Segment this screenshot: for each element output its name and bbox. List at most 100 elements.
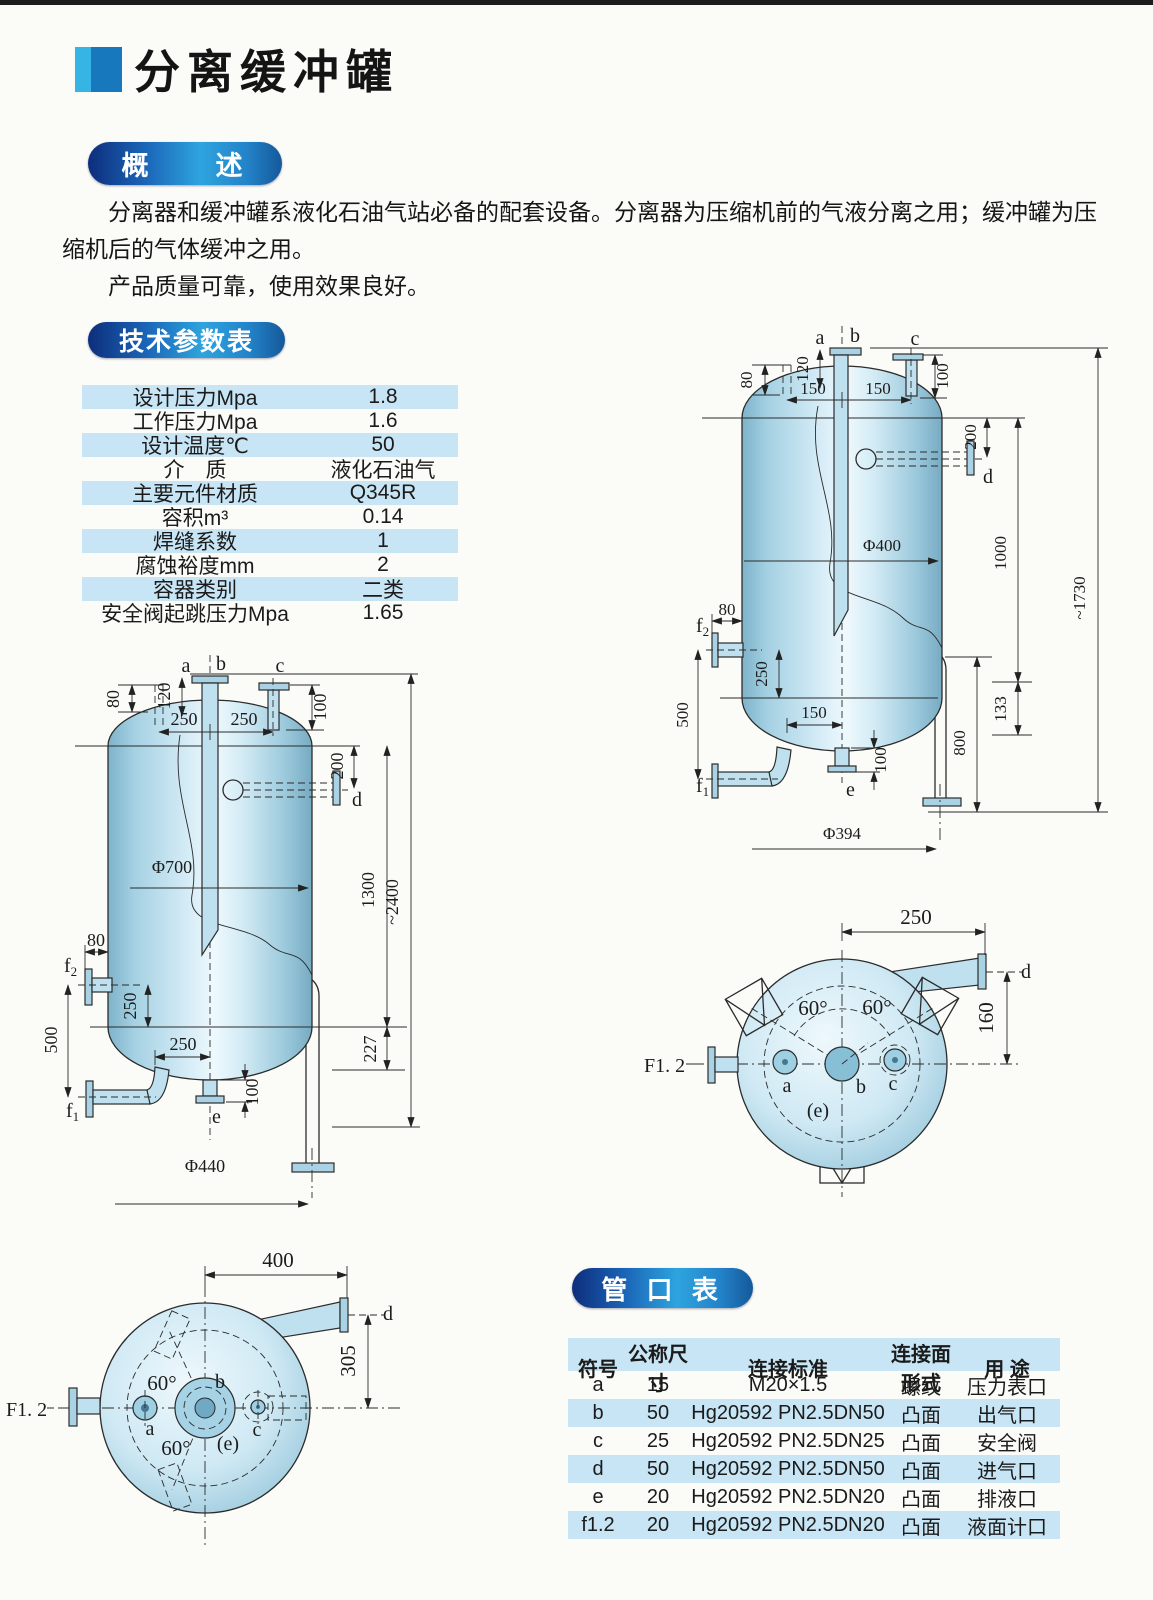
table-header-row: 符号 公称尺寸 连接标准 连接面形式 用 途: [568, 1338, 1060, 1395]
overview-para-2: 产品质量可靠，使用效果良好。: [108, 273, 430, 299]
dim-label: 100: [310, 694, 330, 721]
dim-label: Φ440: [185, 1156, 225, 1176]
nozzle-label-c: c: [911, 328, 920, 350]
dim-label: 1000: [991, 536, 1010, 570]
nozzle-label-c: c: [253, 1419, 262, 1441]
title-accent-square: [75, 47, 122, 92]
dim-label: 250: [120, 993, 140, 1020]
left-top-labels: a b c d (e) F1. 2: [6, 1303, 393, 1455]
nozzle-label-f1: f1: [696, 775, 709, 799]
nozzle-label-c: c: [889, 1073, 898, 1095]
left-top-dimensions: 400 305 60° 60°: [147, 1248, 372, 1460]
dim-label: 250: [900, 905, 932, 929]
dim-label: 100: [242, 1079, 262, 1106]
table-row: 介 质液化石油气: [163, 459, 436, 482]
angle-label: 60°: [161, 1436, 190, 1460]
dim-label: 250: [752, 661, 771, 687]
dim-label: 100: [933, 363, 952, 389]
dim-label: 80: [737, 372, 756, 389]
right-top-dimensions: 250 160 60° 60°: [798, 905, 1011, 1065]
right-vessel-geometry: [702, 326, 1108, 842]
nozzle-label-d: d: [983, 466, 993, 488]
nozzle-label-d: d: [1021, 961, 1031, 983]
dim-label: 150: [865, 379, 891, 398]
dim-label: 80: [87, 930, 105, 950]
drawing-right-vessel: 80 120 100 150 150 200 Φ400 1000 133 ~17…: [673, 325, 1108, 853]
table-row: 容器类别二类: [82, 577, 458, 602]
dim-label: 133: [991, 696, 1010, 722]
dim-label: 305: [336, 1345, 360, 1377]
nozzle-label-e: (e): [217, 1433, 239, 1455]
angle-label: 60°: [862, 995, 891, 1019]
angle-label: 60°: [798, 996, 827, 1020]
nozzle-label-d: d: [383, 1303, 393, 1325]
nozzle-label-b: b: [216, 653, 226, 675]
drawing-left-top-view: 400 305 60° 60° a b c d (e) F1. 2: [6, 1248, 400, 1545]
dim-label: 150: [800, 379, 826, 398]
dim-label: Φ394: [823, 824, 861, 843]
overview-para-1: 分离器和缓冲罐系液化石油气站必备的配套设备。分离器为压缩机前的气液分离之用；缓冲…: [62, 199, 1097, 262]
dim-label: 200: [327, 753, 347, 780]
angle-label: 60°: [147, 1371, 176, 1395]
section-heading-tech-params: 技术参数表: [88, 322, 285, 358]
dim-label: 250: [231, 709, 258, 729]
dim-label: 800: [950, 730, 969, 756]
nozzle-label-b: b: [850, 325, 860, 347]
dim-label: 120: [154, 683, 174, 710]
nozzle-label-d: d: [352, 789, 362, 811]
dim-label: 250: [170, 1034, 197, 1054]
nozzle-label-a: a: [146, 1418, 155, 1440]
nozzle-label-e: e: [212, 1106, 221, 1128]
dim-label: 150: [801, 703, 827, 722]
dim-label: Φ400: [863, 536, 901, 555]
dim-label: 227: [360, 1036, 380, 1063]
dim-label: 250: [171, 709, 198, 729]
dim-label: 400: [262, 1248, 294, 1272]
right-top-labels: a b c d (e) F1. 2: [644, 961, 1031, 1122]
nozzle-label-f1: f1: [66, 1100, 79, 1124]
nozzle-label-f2: f2: [64, 955, 77, 979]
left-vessel-geometry: [75, 655, 420, 1198]
drawing-left-vessel: 80 120 100 250 250 200 Φ700 1300 ~2400 2…: [41, 653, 420, 1208]
nozzle-label-a: a: [182, 655, 191, 677]
dim-label: 100: [871, 747, 890, 773]
page-title: 分离缓冲罐: [134, 46, 399, 98]
section-heading-overview: 概 述: [88, 142, 282, 185]
dim-label: 80: [103, 690, 123, 708]
nozzle-label-a: a: [816, 327, 825, 349]
dim-label: 500: [41, 1027, 61, 1054]
overview-paragraphs: 分离器和缓冲罐系液化石油气站必备的配套设备。分离器为压缩机前的气液分离之用；缓冲…: [62, 194, 1108, 305]
nozzle-label-f12: F1. 2: [6, 1399, 47, 1421]
dim-label: 80: [719, 600, 736, 619]
nozzle-label-a: a: [783, 1075, 792, 1097]
left-top-geometry: [58, 1285, 400, 1545]
dim-label: 120: [793, 356, 812, 382]
dim-label: 500: [673, 702, 692, 728]
drawing-right-top-view: 250 160 60° 60° a b c d (e) F1. 2: [644, 905, 1031, 1197]
dim-label: 200: [961, 424, 980, 450]
scan-edge-line: [0, 0, 1153, 5]
dim-label: ~1730: [1070, 576, 1089, 619]
section-heading-nozzle-table: 管 口 表: [572, 1268, 753, 1308]
right-vessel-nozzle-labels: a b c d e f2 f1: [696, 325, 993, 801]
right-top-geometry: [692, 950, 1022, 1197]
nozzle-label-f12: F1. 2: [644, 1055, 685, 1077]
dim-label: 1300: [358, 872, 378, 908]
nozzle-label-e: (e): [807, 1100, 829, 1122]
nozzle-label-b: b: [215, 1371, 225, 1393]
